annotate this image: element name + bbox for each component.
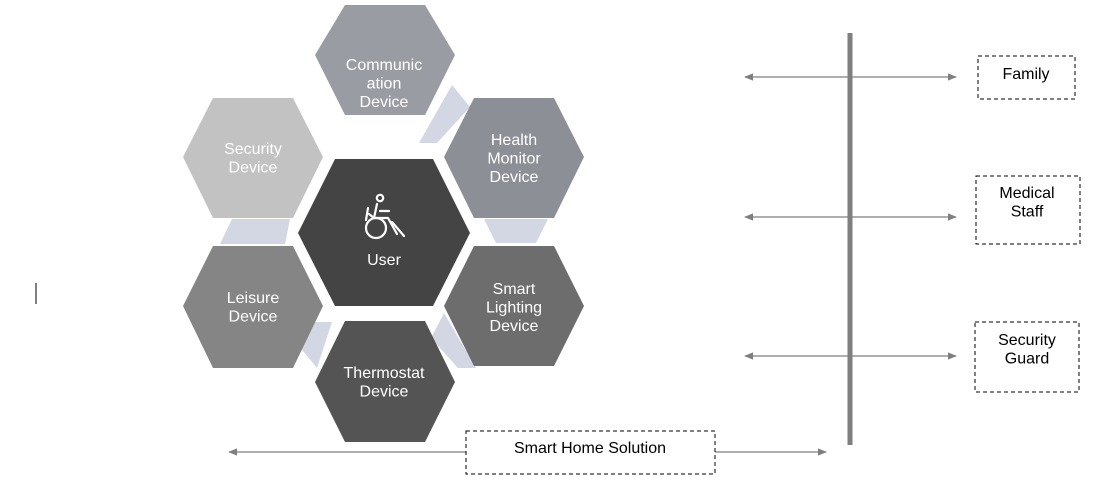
label-line: Medical <box>999 185 1054 202</box>
connector-communication-health <box>419 85 470 143</box>
label-line: Device <box>360 94 409 111</box>
label-line: Monitor <box>487 151 541 168</box>
label-line: Leisure <box>227 290 280 307</box>
hexagon-health-shape <box>444 98 584 218</box>
label-line: Guard <box>1005 351 1049 368</box>
smart-home-solution-label: Smart Home Solution <box>514 440 666 457</box>
label-line: Family <box>1002 66 1049 83</box>
wheelchair-icon <box>364 193 406 240</box>
hexagon-leisure-shape <box>183 246 323 368</box>
label-line: Security <box>224 141 282 158</box>
user-label: User <box>367 252 401 269</box>
hexagon-security-device-shape <box>183 98 323 218</box>
label-line: Thermostat <box>344 365 425 382</box>
label-line: Device <box>490 169 539 186</box>
label-line: Device <box>490 318 539 335</box>
label-line: Smart <box>493 281 536 298</box>
family-box: Family <box>977 55 1076 100</box>
smart-home-solution-box: Smart Home Solution <box>465 430 716 475</box>
label-line: Device <box>360 384 409 401</box>
label-line: Device <box>229 160 278 177</box>
label-line: Health <box>491 132 537 149</box>
label-line: Security <box>998 332 1056 349</box>
label-line: Lighting <box>486 300 542 317</box>
label-line: Staff <box>1011 204 1044 221</box>
label-line: ation <box>367 76 402 93</box>
label-line: User <box>367 252 401 269</box>
label-line: Communic <box>346 57 422 74</box>
connector-leisure-security <box>220 219 290 244</box>
label-line: Device <box>229 309 278 326</box>
connector-lighting-thermostat <box>431 313 476 368</box>
family-label: Family <box>1002 66 1049 83</box>
hexagon-lighting-shape <box>444 246 584 366</box>
hexagon-communication-shape <box>315 5 455 115</box>
connector-health-lighting <box>484 219 548 243</box>
hexagon-thermostat-shape <box>315 321 455 442</box>
hexagon-user: User <box>298 159 470 306</box>
